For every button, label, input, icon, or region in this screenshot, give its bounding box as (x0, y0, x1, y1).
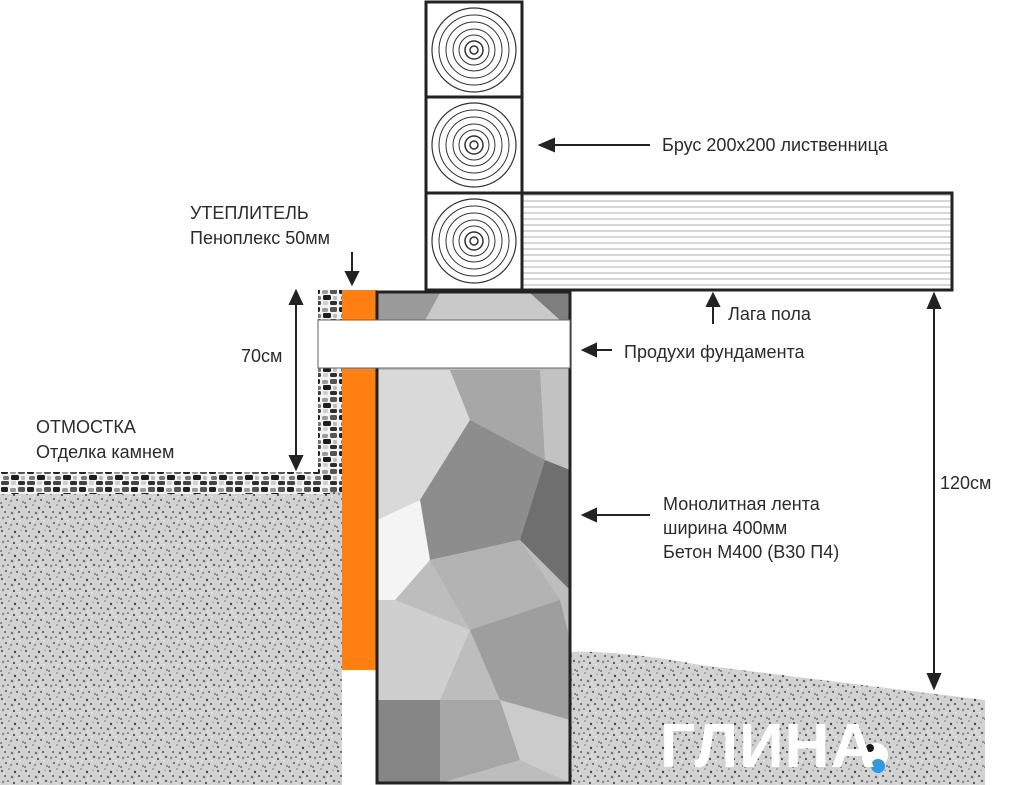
height-70-label: 70см (241, 346, 283, 366)
concrete-strip-outline (375, 290, 572, 785)
watermark-logo-icon (864, 743, 888, 773)
vents-label: Продухи фундамента (624, 342, 805, 362)
blind-area-subtitle: Отделка камнем (36, 442, 175, 462)
floor-joist-label: Лага пола (728, 304, 811, 324)
strip-label-line1: Монолитная лента (663, 494, 820, 514)
insulation-subtitle: Пеноплекс 50мм (190, 228, 331, 248)
blind-area-stones (0, 472, 330, 494)
blind-area-title: ОТМОСТКА (36, 417, 136, 437)
insulation-title: УТЕПЛИТЕЛЬ (190, 203, 309, 223)
beam-label: Брус 200х200 лиственница (662, 135, 888, 155)
strip-label-line3: Бетон М400 (В30 П4) (663, 542, 840, 562)
soil-left (0, 470, 342, 785)
beam-rings (431, 7, 517, 284)
foundation-vents (317, 319, 571, 369)
floor-joist (520, 191, 954, 292)
arrows (288, 137, 942, 691)
height-120-label: 120см (940, 473, 992, 493)
strip-label-line2: ширина 400мм (663, 518, 788, 538)
beam-stack (424, 0, 524, 292)
watermark: ГЛИНА (660, 712, 877, 781)
